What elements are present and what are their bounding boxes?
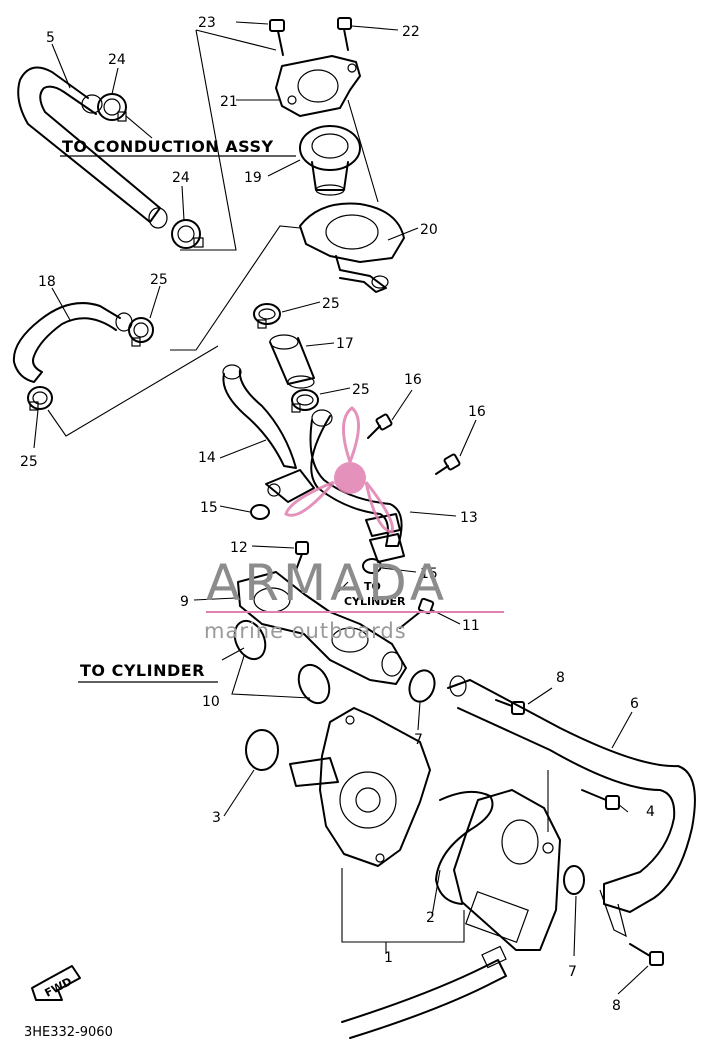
part-number: 23 bbox=[198, 15, 216, 31]
part-number: 25 bbox=[150, 272, 168, 288]
to-cylinder-label: TO CYLINDER bbox=[80, 661, 205, 680]
part-number: 25 bbox=[20, 454, 38, 470]
clamp-25-a bbox=[128, 317, 154, 347]
clamp-24-upper bbox=[97, 93, 127, 122]
part-number: 8 bbox=[612, 998, 621, 1014]
clamp-25-b bbox=[27, 386, 53, 411]
clamp-25-c bbox=[253, 303, 281, 329]
bolt-16-a bbox=[367, 413, 393, 439]
clamp-24-lower bbox=[171, 219, 204, 249]
watermark-brand: ARMADA bbox=[206, 554, 448, 612]
part-number: 25 bbox=[322, 296, 340, 312]
watermark: ARMADA marine outboards bbox=[204, 406, 504, 643]
part-number-labels: 1 2 3 4 5 6 7 7 8 8 9 10 11 12 13 14 15 … bbox=[20, 15, 655, 1014]
bolt-12 bbox=[295, 541, 309, 571]
hose-18 bbox=[12, 302, 133, 383]
gasket-2 bbox=[435, 790, 494, 905]
pipe-14 bbox=[222, 364, 315, 503]
part-number: 2 bbox=[426, 910, 435, 926]
watermark-tagline: marine outboards bbox=[204, 619, 407, 643]
to-conduction-assy-label: TO CONDUCTION ASSY bbox=[62, 137, 274, 156]
thermostat-cover-21 bbox=[275, 55, 361, 117]
part-number: 15 bbox=[200, 500, 218, 516]
to-cylinder-small-label-line2: CYLINDER bbox=[344, 595, 406, 608]
part-number: 16 bbox=[468, 404, 486, 420]
bolt-4 bbox=[581, 789, 620, 810]
part-number: 13 bbox=[460, 510, 478, 526]
bottom-hose bbox=[341, 945, 507, 1039]
pump-cover bbox=[453, 789, 561, 951]
part-number: 12 bbox=[230, 540, 248, 556]
watermark-logo-icon bbox=[284, 406, 394, 534]
bolt-22 bbox=[337, 17, 352, 51]
part-number: 15 bbox=[420, 566, 438, 582]
part-number: 4 bbox=[646, 804, 655, 820]
o-ring-3 bbox=[245, 729, 279, 771]
part-number: 16 bbox=[404, 372, 422, 388]
part-number: 25 bbox=[352, 382, 370, 398]
to-cylinder-small-label-line1: TO bbox=[364, 580, 381, 593]
part-number: 3 bbox=[212, 810, 221, 826]
o-ring-15-b bbox=[362, 558, 382, 574]
part-number: 24 bbox=[172, 170, 190, 186]
part-number: 11 bbox=[462, 618, 480, 634]
part-number: 7 bbox=[568, 964, 577, 980]
part-number: 8 bbox=[556, 670, 565, 686]
part-number: 6 bbox=[630, 696, 639, 712]
o-ring-10-b bbox=[297, 663, 331, 705]
part-number: 5 bbox=[46, 30, 55, 46]
o-ring-7-lower bbox=[563, 865, 585, 895]
part-number: 21 bbox=[220, 94, 238, 110]
part-number: 18 bbox=[38, 274, 56, 290]
part-number: 9 bbox=[180, 594, 189, 610]
part-number: 17 bbox=[336, 336, 354, 352]
hose-17 bbox=[269, 334, 315, 389]
bolt-23 bbox=[269, 19, 285, 56]
bolt-8-lower bbox=[629, 943, 664, 966]
leader-lines bbox=[33, 21, 649, 995]
part-number: 7 bbox=[414, 732, 423, 748]
part-number: 14 bbox=[198, 450, 216, 466]
fwd-arrow-icon bbox=[31, 965, 81, 1001]
diagram-code: 3HE332-9060 bbox=[24, 1025, 113, 1040]
part-number: 1 bbox=[384, 950, 393, 966]
thermostat-19 bbox=[299, 125, 361, 196]
clamp-25-d bbox=[291, 389, 319, 413]
part-number: 10 bbox=[202, 694, 220, 710]
part-number: 19 bbox=[244, 170, 262, 186]
impeller-housing-1 bbox=[289, 707, 431, 867]
part-number: 24 bbox=[108, 52, 126, 68]
part-number: 20 bbox=[420, 222, 438, 238]
thermostat-housing-20 bbox=[299, 202, 405, 293]
o-ring-7-upper bbox=[408, 669, 436, 703]
hose-5 bbox=[17, 66, 168, 229]
part-number: 22 bbox=[402, 24, 420, 40]
o-ring-15-a bbox=[250, 504, 270, 520]
pipe-6 bbox=[447, 675, 696, 938]
o-ring-10-a bbox=[233, 619, 267, 661]
bolt-16-b bbox=[435, 453, 461, 475]
